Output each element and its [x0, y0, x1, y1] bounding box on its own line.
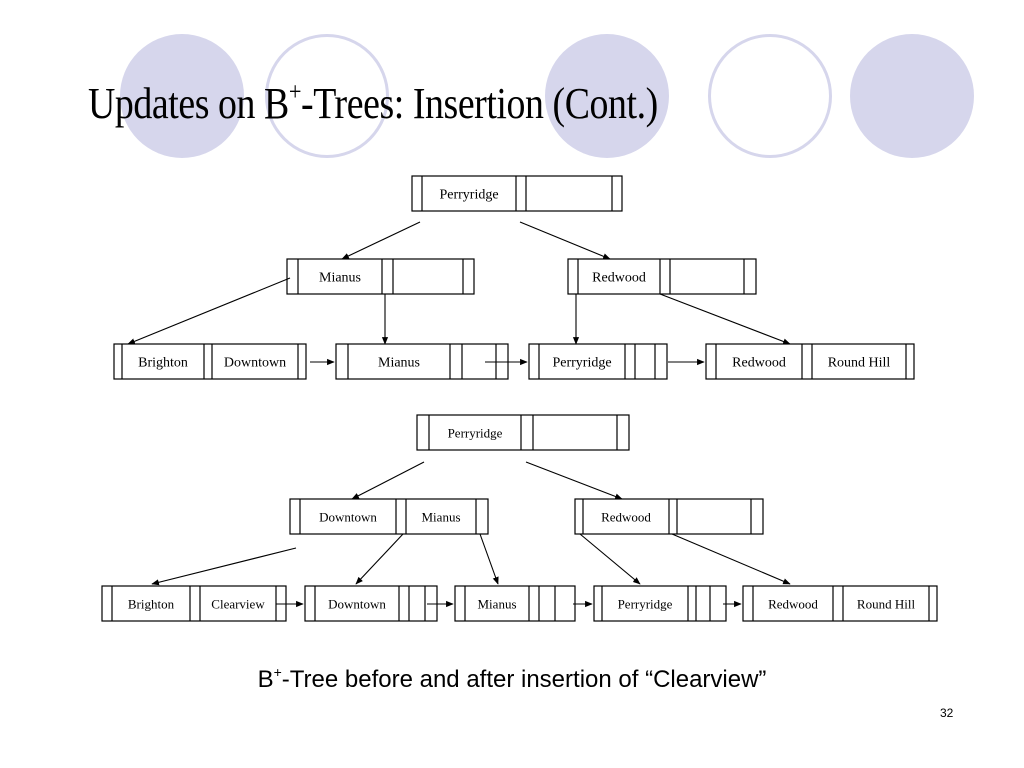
node-frame	[416, 414, 630, 451]
node-frame	[705, 343, 915, 380]
node-key: Redwood	[601, 510, 651, 525]
caption-superscript: +	[273, 664, 282, 680]
node-key: Redwood	[732, 356, 786, 371]
leaf-node: Redwood Round Hill	[742, 585, 938, 622]
leaf-node: Brighton Clearview	[101, 585, 287, 622]
root-node: Perryridge	[416, 414, 630, 451]
title-prefix: Updates on B	[88, 79, 289, 128]
internal-node: Redwood	[574, 498, 764, 535]
node-frame	[113, 343, 307, 380]
page-number: 32	[940, 706, 954, 720]
leaf-node: Redwood Round Hill	[705, 343, 915, 380]
decor-circle-1	[120, 34, 244, 158]
root-node: Perryridge	[411, 175, 623, 212]
tree-pointer	[525, 461, 623, 500]
node-key: Mianus	[378, 356, 420, 371]
title-suffix: -Trees: Insertion (Cont.)	[301, 79, 658, 128]
leaf-node: Perryridge	[528, 343, 668, 380]
internal-node: Redwood	[567, 258, 757, 295]
node-key: Round Hill	[828, 356, 891, 371]
node-frame	[289, 498, 489, 535]
node-key: Downtown	[319, 510, 377, 525]
tree-pointer	[351, 461, 425, 500]
tree-pointer	[341, 221, 421, 260]
node-frame	[742, 585, 938, 622]
node-frame	[411, 175, 623, 212]
leaf-node: Mianus	[335, 343, 509, 380]
node-key: Perryridge	[448, 426, 503, 441]
tree-pointer	[355, 533, 404, 585]
tree-pointer	[127, 277, 291, 345]
figure-caption: B+-Tree before and after insertion of “C…	[0, 664, 1024, 694]
slide-title: Updates on B+-Trees: Insertion (Cont.)	[88, 78, 658, 129]
title-superscript: +	[288, 77, 302, 106]
node-key: Perryridge	[552, 356, 611, 371]
node-key: Mianus	[319, 271, 361, 286]
leaf-node: Perryridge	[593, 585, 727, 622]
leaf-node: Downtown	[304, 585, 438, 622]
tree-pointer	[151, 547, 297, 586]
node-key: Clearview	[211, 597, 265, 612]
node-frame	[528, 343, 668, 380]
caption-prefix: B	[257, 666, 274, 693]
node-key: Mianus	[422, 510, 461, 525]
decor-circle-2	[265, 34, 389, 158]
node-frame	[567, 258, 757, 295]
node-key: Brighton	[128, 597, 175, 612]
tree-pointer	[519, 221, 611, 260]
decor-circle-4	[708, 34, 832, 158]
node-key: Downtown	[328, 597, 386, 612]
internal-node: Downtown Mianus	[289, 498, 489, 535]
decor-circle-3	[545, 34, 669, 158]
tree-pointer	[579, 533, 641, 585]
leaf-node: Brighton Downtown	[113, 343, 307, 380]
leaf-node: Mianus	[454, 585, 576, 622]
tree-pointer	[659, 293, 791, 345]
node-frame	[286, 258, 475, 295]
node-key: Redwood	[592, 271, 646, 286]
decor-circle-5	[850, 34, 974, 158]
node-key: Downtown	[224, 356, 286, 371]
tree-pointer	[479, 533, 499, 585]
internal-node: Mianus	[286, 258, 475, 295]
caption-suffix: -Tree before and after insertion of “Cle…	[281, 666, 767, 693]
node-key: Redwood	[768, 597, 818, 612]
node-key: Perryridge	[618, 597, 673, 612]
node-key: Mianus	[478, 597, 517, 612]
node-key: Round Hill	[857, 597, 916, 612]
node-frame	[335, 343, 509, 380]
node-key: Perryridge	[439, 188, 498, 203]
tree-pointer	[671, 533, 791, 585]
node-key: Brighton	[138, 356, 188, 371]
